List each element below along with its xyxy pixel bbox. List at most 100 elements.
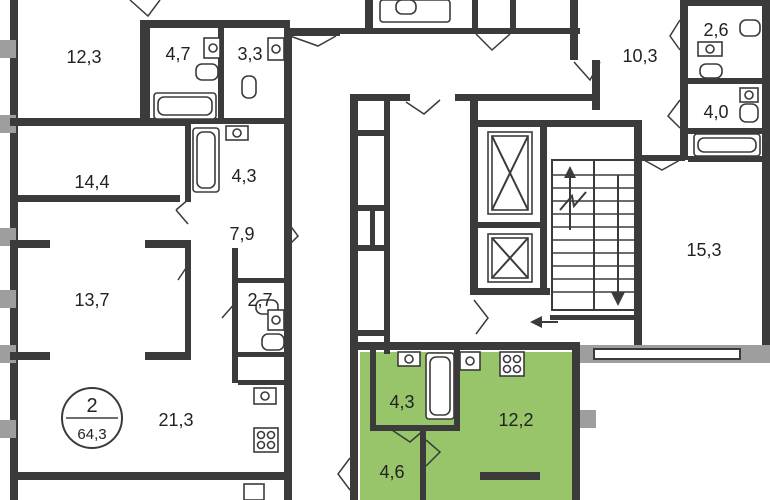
wall — [680, 0, 688, 160]
bathtub-icon — [425, 352, 455, 420]
wall — [190, 118, 290, 124]
wall — [290, 28, 340, 36]
room-area-label: 14,4 — [74, 172, 109, 192]
wall — [358, 330, 384, 336]
room-area-label: 13,7 — [74, 290, 109, 310]
stove-icon — [499, 351, 525, 377]
window — [580, 410, 596, 428]
wall — [688, 0, 770, 6]
wall — [540, 127, 547, 295]
door — [573, 61, 601, 82]
wall — [218, 20, 224, 120]
wall — [510, 0, 516, 34]
sink-icon — [243, 483, 265, 500]
door — [285, 219, 299, 249]
wall — [232, 248, 238, 383]
wall — [238, 352, 290, 357]
window — [0, 420, 16, 438]
room-area-label: 4,3 — [231, 166, 256, 186]
badge-total-area: 64,3 — [77, 426, 106, 443]
door — [391, 429, 425, 443]
shaft-wall — [350, 94, 358, 354]
wall — [350, 342, 578, 350]
wall — [455, 94, 600, 101]
wall — [10, 352, 50, 360]
toilet-icon — [261, 333, 285, 351]
wall — [570, 0, 578, 60]
wall — [10, 240, 50, 248]
toilet-icon — [195, 63, 219, 81]
wall — [420, 425, 426, 500]
sink-icon — [697, 41, 723, 57]
highlighted-apartment[interactable] — [360, 352, 578, 500]
door — [669, 19, 681, 51]
wall — [340, 28, 580, 34]
window — [0, 290, 16, 308]
room-area-label: 12,2 — [498, 410, 533, 430]
exterior-wall-left — [10, 0, 18, 500]
wall — [370, 210, 375, 248]
wall — [550, 315, 642, 320]
wall — [454, 350, 460, 430]
sink-icon — [397, 351, 421, 367]
room-area-label: 4,7 — [165, 44, 190, 64]
wall — [470, 288, 550, 295]
corridor-wall — [284, 28, 292, 500]
exterior-wall-right — [762, 0, 770, 345]
room-area-label: 4,3 — [389, 392, 414, 412]
sink-icon — [225, 125, 249, 141]
wall — [238, 380, 290, 385]
wall — [470, 120, 640, 127]
door — [643, 159, 681, 171]
door — [337, 457, 351, 491]
wall — [480, 472, 540, 480]
sink-icon — [739, 87, 759, 103]
wall — [185, 124, 191, 202]
door — [175, 197, 191, 225]
wall — [350, 94, 410, 101]
room-area-label: 4,0 — [703, 102, 728, 122]
door — [667, 99, 681, 129]
wall — [472, 0, 478, 34]
room-area-label: 15,3 — [686, 240, 721, 260]
toilet-icon — [699, 63, 723, 79]
wall — [145, 352, 190, 360]
wall — [350, 350, 358, 500]
wall — [10, 472, 290, 480]
room-area-label: 3,3 — [237, 44, 262, 64]
room-area-label: 2,7 — [247, 290, 272, 310]
door — [405, 99, 441, 115]
wall — [10, 118, 190, 126]
sink-icon — [267, 309, 285, 331]
room-area-label: 21,3 — [158, 410, 193, 430]
stair-arrow-icon — [611, 292, 625, 306]
door — [473, 299, 489, 335]
arrow-icon — [530, 316, 542, 328]
wall — [145, 240, 190, 248]
wall — [640, 155, 685, 161]
door — [475, 33, 511, 52]
wall — [688, 156, 770, 162]
wall — [688, 78, 770, 84]
bathtub-icon — [693, 133, 761, 157]
wall — [232, 278, 290, 283]
bathtub-icon — [192, 127, 220, 193]
room-area-label: 10,3 — [622, 46, 657, 66]
apartment-badge: 2 64,3 — [61, 387, 123, 449]
wall — [470, 94, 478, 294]
wall — [140, 20, 150, 126]
wall — [185, 240, 191, 360]
toilet-icon — [739, 19, 761, 37]
wall — [358, 130, 384, 136]
stair-arrow-icon — [564, 166, 576, 178]
wall — [370, 425, 460, 431]
door — [221, 300, 237, 330]
sink-icon — [267, 37, 285, 61]
wall — [688, 128, 770, 134]
bathtub-icon — [379, 0, 451, 23]
door — [177, 261, 191, 281]
sink-icon — [253, 387, 277, 405]
wall — [358, 205, 384, 211]
room-area-label: 7,9 — [229, 224, 254, 244]
